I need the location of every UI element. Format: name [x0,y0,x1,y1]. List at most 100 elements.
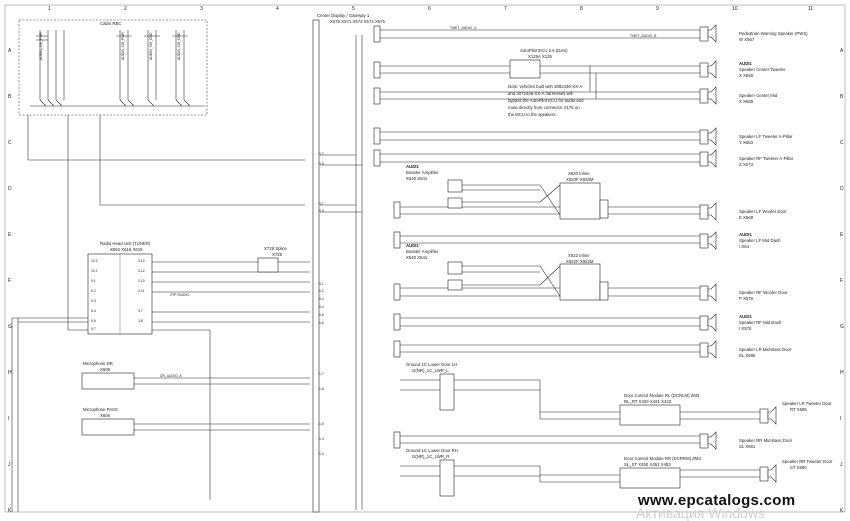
speaker-item: Pedestrian Warning Speaker (PWS)W X567 [699,24,808,43]
mic-dr-sub: X605 [100,367,111,372]
speaker-connector [699,204,709,220]
speaker-id: Y X563 [739,140,754,145]
speaker-connector [699,88,709,104]
grid-row-label-right: G [840,324,844,330]
autopilot-title: AutoPilot ECU 2.5 (DAS) [520,48,568,53]
grid-col-label: 11 [808,6,813,12]
microphone-pass-block: Microphone PASS X606 [81,407,310,436]
svg-text:5.3: 5.3 [91,299,96,303]
speaker-id: ST X590 [790,465,807,470]
speaker-icon [767,406,777,425]
diagram-frame [4,4,846,513]
door-module-rr-block: Door Control Module RR (DCRRM) ZM3 SL_ST… [619,456,701,489]
cabin-rbc-block: Cabin RBC AUDIO_SW_PWR AUDIO_SW_PWR AUDI… [18,19,208,116]
speaker-connector [699,433,709,449]
autopilot-note-1: and 3072436-XX-A harnesses will [508,91,573,96]
booster-amplifier-1-block: AUDI1 Booster Amplifier X540 X541 X920 I… [406,164,609,220]
bus-taps [320,154,362,213]
grid-row-label: C [8,140,12,146]
door-rl-connectors: RL_RT X420 X421 X423 [624,399,672,404]
speaker-icon [707,231,717,250]
speaker-list: Pedestrian Warning Speaker (PWS)W X567AU… [699,24,808,450]
speaker-connector [699,342,709,358]
grid-col-label: 4 [276,6,279,12]
svg-text:3.8: 3.8 [138,319,143,323]
center-display-title: Center Display / Gateway 1 [317,13,370,18]
speaker-icon [707,340,717,359]
speaker-name: Speaker RF Woofer Door [739,290,788,295]
svg-text:1.7: 1.7 [319,372,324,376]
grid-col-label: 3 [200,6,203,12]
grid-col-label: 2 [124,6,127,12]
grid-col-label: 8 [580,6,583,12]
inline-1-title: X920 Inline [568,171,590,176]
svg-text:5.3: 5.3 [319,297,324,301]
x728-splice-block: X728 Splice X728 [257,246,288,273]
trunk-wire-1 [67,115,210,331]
svg-text:5.6: 5.6 [91,319,96,323]
speaker-connector [699,285,709,301]
speaker-feed-wires [380,29,760,483]
speaker-tag: AUDI1 [739,314,753,319]
grid-row-label: I [8,416,9,422]
speaker-id: X X565 [739,99,754,104]
speaker-id: W X567 [739,37,755,42]
trunk-wire-3 [27,115,305,161]
watermark-text: www.epcatalogs.com [638,492,796,509]
microphone-dr-block: Microphone DR X605 [81,361,310,390]
grid-col-label: 5 [352,6,355,12]
booster-1-tag: AUDI1 [406,164,420,169]
speaker-name: Speaker RF Tweeter A-Pillar [739,156,794,161]
inline-2-title: X922 Inline [568,253,590,258]
speaker-icon [707,24,717,43]
grid-col-label: 6 [428,6,431,12]
svg-text:5.2: 5.2 [91,289,96,293]
booster-2-title: Booster Amplifier [406,249,439,254]
autopilot-connectors: X125A X126 [528,54,553,59]
splice-title: X728 Splice [264,246,288,251]
grid-row-label-right: I [840,416,841,422]
svg-text:5.4: 5.4 [319,305,324,309]
speaker-name: Speaker LF Woofer Door [739,209,787,214]
grid-row-label-right: H [840,370,844,376]
speaker-id: P X578 [739,296,754,301]
speaker-icon [707,86,717,105]
radio-title: Radio Head Unit (TUNER) [100,241,151,246]
inline-2-connectors: X922F X922M [566,259,594,264]
speaker-connector [699,233,709,249]
splice-sub: X728 [272,252,283,257]
wire-label-mic: DR_AUDIO_A [160,374,182,378]
door-rr-connectors: SL_ST X450 X451 X453 [624,462,671,467]
speaker-name: Speaker RR Tweeter Door [782,459,833,464]
speaker-connector [759,408,769,424]
grid-row-label: G [8,324,12,330]
speaker-connector [699,62,709,78]
grid-row-label-right: F [840,278,843,284]
svg-text:3.12: 3.12 [138,269,145,273]
booster-2-tag: AUDI1 [406,243,420,248]
grid-col-label: 9 [656,6,659,12]
mic-pass-title: Microphone PASS [83,407,118,412]
cabin-rbc-title: Cabin RBC [100,21,122,26]
ground-rf-block: Ground 1C Lower Door RH G(NR)_1C_LWR_R [400,448,541,497]
svg-text:3.7: 3.7 [138,309,143,313]
grid-row-label: J [8,462,11,468]
speaker-name: Speaker Center Tweeter [739,67,786,72]
autopilot-note-2: bypass the AutoPilot ECU for audio and [508,98,584,103]
wire-label-gnd: ZTP+AUDIO [170,293,189,297]
speaker-id: RT X585 [790,407,807,412]
svg-text:3.10: 3.10 [138,259,145,263]
svg-text:5.2: 5.2 [319,289,324,293]
center-display-connectors-left [373,25,401,449]
svg-text:5.1: 5.1 [319,282,324,286]
speaker-tag: AUDI1 [739,61,753,66]
grid-row-label: B [8,94,12,100]
